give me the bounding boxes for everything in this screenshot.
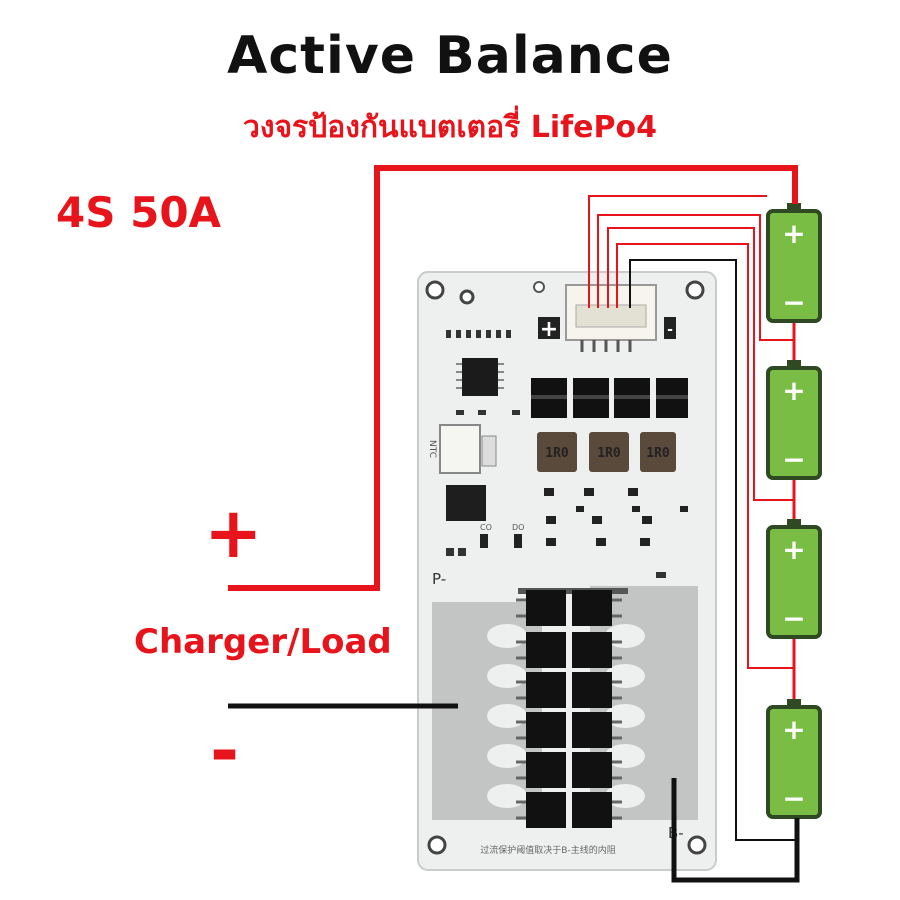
board-bottom-note: 过流保护阈值取决于B-主线的内阻 (480, 844, 615, 856)
battery-minus-label: − (782, 443, 805, 476)
do-label: DO (512, 523, 524, 532)
mount-hole (425, 280, 445, 300)
mount-hole (533, 281, 545, 293)
battery-cell: + − (766, 203, 822, 323)
connector-plus-label: + (540, 317, 558, 342)
controller-ic (456, 358, 504, 396)
main-positive-wire (228, 165, 798, 591)
battery-minus-label: − (782, 286, 805, 319)
balance-wire (597, 214, 794, 341)
battery-cell: + − (766, 519, 822, 639)
diagram-subtitle: วงจรป้องกันแบตเตอรี่ LifePo4 (242, 110, 657, 145)
balance-wire (607, 227, 794, 501)
balance-connector (565, 284, 657, 352)
load-minus-sign: - (210, 710, 240, 792)
power-mosfets (516, 588, 628, 828)
mount-hole (427, 835, 447, 855)
charger-load-label: Charger/Load (134, 622, 392, 662)
balance-wire (588, 195, 767, 308)
ntc-label: NTC (427, 440, 437, 458)
sot-parts (544, 488, 688, 546)
inductors (537, 432, 676, 472)
inductor-label: 1R0 (597, 446, 621, 461)
mount-hole (459, 289, 475, 305)
battery-minus-label: − (782, 782, 805, 815)
battery-plus-label: + (782, 217, 805, 250)
p-minus-label: P- (432, 570, 446, 588)
inductor-label: 1R0 (646, 446, 670, 461)
battery-plus-label: + (782, 713, 805, 746)
mount-hole (685, 280, 705, 300)
balance-mosfets (531, 378, 688, 418)
balance-ground-wire (629, 259, 795, 841)
connector-minus-label: - (667, 322, 673, 338)
battery-cell: + − (766, 699, 822, 819)
spec-label: 4S 50A (56, 188, 222, 237)
battery-plus-label: + (782, 374, 805, 407)
b-minus-wire (671, 778, 800, 883)
power-component (446, 485, 486, 521)
resistor-row (446, 330, 511, 338)
battery-minus-label: − (782, 602, 805, 635)
battery-plus-label: + (782, 533, 805, 566)
co-label: CO (480, 523, 492, 532)
diagram-title: Active Balance (227, 26, 673, 86)
bms-board: + - (417, 271, 717, 871)
balance-wire (616, 243, 794, 669)
inductor-label: 1R0 (545, 446, 569, 461)
load-plus-sign: + (204, 492, 263, 574)
ntc-connector: NTC (427, 424, 497, 474)
mount-hole (687, 835, 707, 855)
battery-cell: + − (766, 360, 822, 480)
